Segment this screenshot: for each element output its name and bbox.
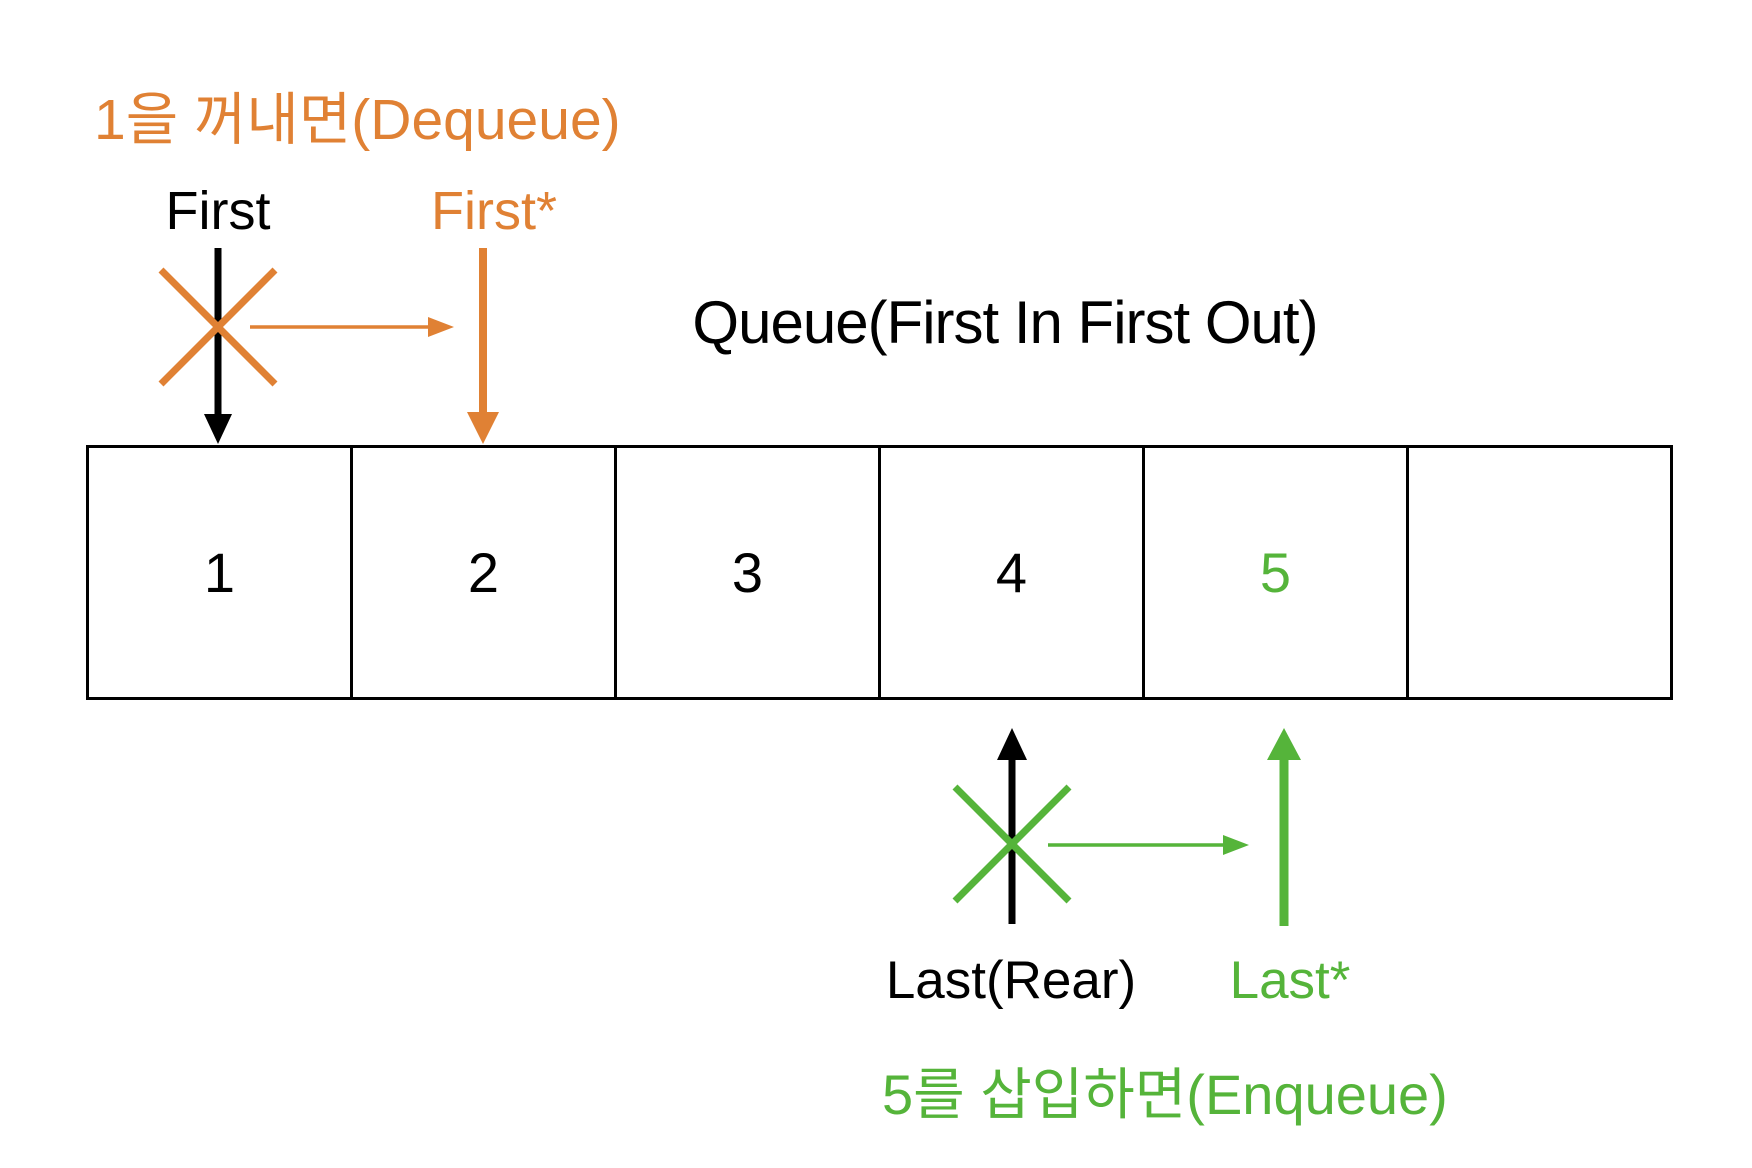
dequeue-x-mark-icon — [158, 267, 278, 387]
queue-cell-6-empty — [1409, 448, 1670, 697]
enqueue-annotation: 5를 삽입하면(Enqueue) — [882, 1063, 1448, 1126]
last-new-pointer-label: Last* — [1229, 951, 1351, 1010]
queue-cell-value: 5 — [1259, 541, 1292, 604]
first-pointer-arrowhead-icon — [204, 414, 232, 444]
queue-cell-3: 3 — [617, 448, 881, 697]
first-move-arrowhead-icon — [428, 317, 454, 337]
queue-cell-value: 2 — [467, 541, 500, 604]
last-new-pointer-arrowhead-icon — [1267, 728, 1301, 760]
queue-cell-1: 1 — [89, 448, 353, 697]
dequeue-x-mark-icon — [158, 267, 278, 387]
queue-cell-2: 2 — [353, 448, 617, 697]
last-pointer-arrowhead-icon — [997, 728, 1027, 760]
first-pointer-label: First — [165, 181, 271, 241]
first-new-pointer-label: First* — [431, 181, 557, 241]
last-move-arrowhead-icon — [1223, 835, 1249, 855]
enqueue-x-mark-icon — [952, 784, 1072, 904]
last-pointer-label: Last(Rear) — [885, 951, 1137, 1010]
dequeue-annotation: 1을 꺼내면(Dequeue) — [94, 88, 621, 152]
queue-cell-value: 4 — [995, 541, 1028, 604]
queue-array: 1 2 3 4 5 — [86, 445, 1673, 700]
page-title: Queue(First In First Out) — [692, 289, 1318, 356]
queue-cell-5: 5 — [1145, 448, 1409, 697]
queue-cell-value: 3 — [731, 541, 764, 604]
queue-cell-4: 4 — [881, 448, 1145, 697]
first-new-pointer-arrowhead-icon — [467, 412, 499, 444]
queue-cell-value: 1 — [203, 541, 236, 604]
enqueue-x-mark-icon — [952, 784, 1072, 904]
